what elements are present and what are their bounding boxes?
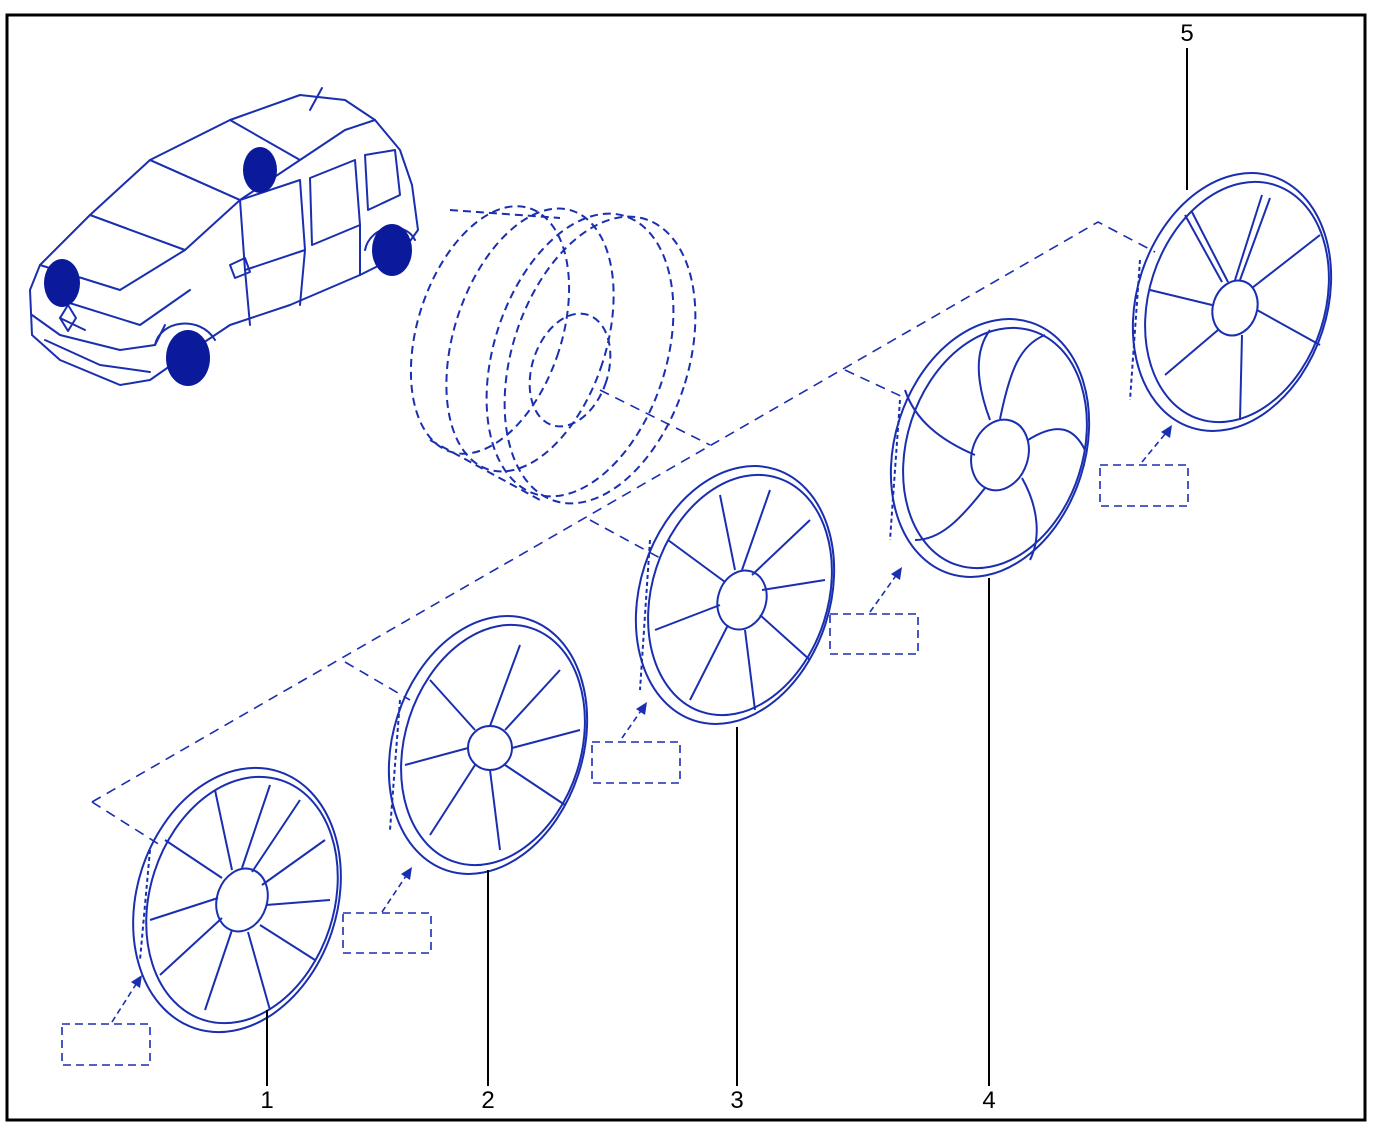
callout-3: 3	[730, 1087, 744, 1114]
reference-box-5	[1099, 464, 1189, 507]
wheel-cover-3	[634, 465, 836, 725]
car-location-markers	[44, 147, 412, 386]
arrow-heads	[131, 425, 1172, 988]
car-illustration	[29, 87, 419, 386]
wheel-cover-5	[1129, 172, 1333, 432]
marker-rear-right-wheel	[243, 147, 277, 193]
reference-box-1	[61, 1023, 151, 1066]
reference-box-2	[342, 912, 432, 954]
callout-4: 4	[982, 1087, 996, 1114]
wheel-cover-2	[387, 615, 589, 875]
wheel-cover-4	[889, 318, 1091, 578]
callout-1: 1	[260, 1087, 274, 1114]
steel-wheel-reference	[409, 205, 697, 505]
reference-box-4	[829, 613, 919, 655]
callout-5: 5	[1180, 20, 1194, 47]
reference-boxes	[61, 464, 1189, 1066]
marker-front-left-wheel	[166, 330, 210, 386]
marker-rear-left-wheel	[372, 224, 412, 276]
alignment-lines	[91, 221, 1156, 846]
leader-lines	[266, 48, 1188, 1086]
callout-2: 2	[481, 1087, 495, 1114]
marker-front-right-wheel	[44, 259, 80, 307]
wheel-cover-1	[132, 766, 342, 1034]
reference-box-3	[591, 741, 681, 784]
diagram-frame	[5, 13, 1367, 1122]
